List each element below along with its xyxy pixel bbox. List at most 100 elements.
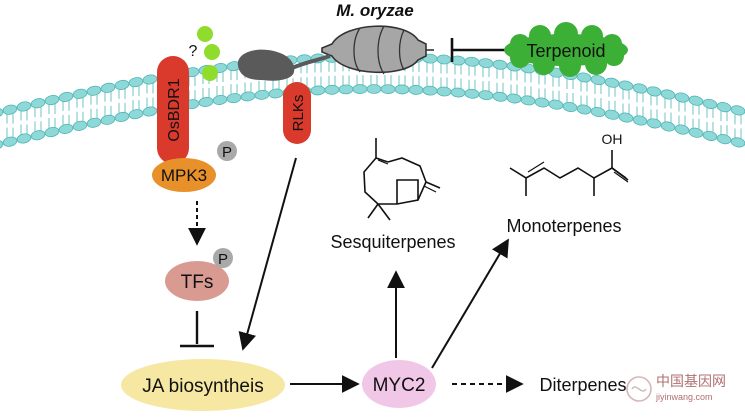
phospho-tfs-label: P [218, 251, 228, 268]
monoterpenes-label: Monoterpenes [506, 216, 621, 236]
lipid-head [464, 88, 480, 99]
mpk3-label: MPK3 [161, 166, 207, 185]
rlks-label: RLKs [290, 95, 307, 132]
osbdr1-label: OsBDR1 [166, 78, 183, 141]
lipid-head [478, 90, 494, 101]
lipid-head [44, 94, 60, 106]
lipid-head [324, 84, 340, 95]
lipid-head [212, 95, 228, 105]
lipid-head [590, 107, 606, 118]
lipid-head [394, 84, 410, 95]
lipid-head [492, 59, 508, 70]
mpk3-node [152, 158, 216, 192]
lipid-head [730, 105, 745, 116]
pathogen-title: M. oryzae [336, 1, 413, 20]
phospho-mpk3-label: P [222, 144, 232, 161]
lipid-head [688, 127, 704, 138]
lipid-head [436, 86, 452, 97]
lipid-head [422, 85, 438, 96]
lipid-head [674, 124, 690, 135]
rlks-to-ja-arrow [238, 157, 297, 351]
sesquiterpene-structure-icon [363, 138, 441, 221]
lipid-head [128, 109, 144, 120]
lipid-head [632, 83, 648, 94]
lipid-head [618, 80, 634, 91]
lipid-head [590, 75, 606, 86]
phospho-badge [213, 248, 233, 268]
lipid-head [198, 97, 214, 107]
lipid-head [492, 91, 508, 102]
lipid-head [548, 99, 564, 110]
lipid-head [72, 88, 88, 99]
lipid-head [478, 58, 494, 69]
lipid-head [646, 118, 662, 129]
lipid-head [86, 85, 102, 96]
lipid-head [660, 121, 676, 132]
lipid-head [618, 112, 634, 123]
lipid-head [366, 84, 382, 94]
lipid-head [30, 98, 46, 109]
lipid-head [114, 79, 130, 90]
lipid-head [702, 130, 718, 141]
lipid-head [310, 85, 326, 96]
lipid-head [604, 77, 620, 88]
ligand-dot [202, 65, 218, 81]
lipid-head [2, 136, 18, 147]
lipid-head [240, 91, 256, 102]
appressorium-icon [237, 49, 295, 81]
hydroxyl-label: OH [602, 131, 623, 147]
lipid-head [86, 117, 102, 128]
lipid-head [2, 104, 18, 115]
unknown-ligand-mark: ? [189, 43, 198, 60]
diterpenes-label: Diterpenes [539, 375, 626, 395]
lipid-head [716, 102, 732, 113]
lipid-head [58, 123, 74, 134]
lipid-head [352, 84, 368, 94]
lipid-head [16, 133, 32, 144]
lipid-head [576, 104, 592, 115]
lipid-head [338, 84, 354, 95]
lipid-head [142, 74, 158, 85]
lipid-head [674, 92, 690, 103]
watermark-logo [626, 376, 652, 402]
ja-biosynthesis-node [121, 359, 285, 411]
watermark-url: jiyinwang.com [655, 392, 713, 402]
lipid-head [716, 134, 732, 145]
lipid-head [226, 93, 242, 104]
terpenoid-label: Terpenoid [526, 41, 605, 61]
lipid-head [100, 114, 116, 125]
sesquiterpenes-label: Sesquiterpenes [330, 232, 455, 252]
lipid-head [520, 95, 536, 106]
lipid-head [632, 115, 648, 126]
tfs-node [165, 261, 229, 301]
lipid-head [128, 77, 144, 88]
rlks-receptor [283, 82, 311, 144]
lipid-head [646, 86, 662, 97]
lipid-head [688, 95, 704, 106]
lipid-head [380, 84, 396, 95]
myc2-node [362, 360, 436, 408]
lipid-head [58, 91, 74, 102]
myc2-to-monoterpenes-arrow [431, 238, 509, 369]
lipid-head [464, 56, 480, 67]
lipid-head [268, 88, 284, 99]
lipid-head [506, 93, 522, 104]
osbdr1-receptor [157, 56, 189, 164]
phospho-badge [217, 141, 237, 161]
lipid-head [72, 120, 88, 131]
ja-label: JA biosyntheis [142, 376, 263, 397]
fungus-icon [321, 25, 434, 75]
lipid-head [562, 102, 578, 112]
lipid-head [16, 101, 32, 112]
monoterpene-structure-icon [509, 150, 629, 196]
lipid-head [100, 82, 116, 93]
ligand-dot [197, 26, 213, 42]
lipid-head [114, 111, 130, 122]
terpenoid-cloud [504, 22, 628, 77]
lipid-head [436, 54, 452, 65]
lipid-head [44, 126, 60, 138]
lipid-head [604, 109, 620, 120]
tfs-label: TFs [181, 272, 214, 293]
myc2-label: MYC2 [373, 375, 426, 396]
